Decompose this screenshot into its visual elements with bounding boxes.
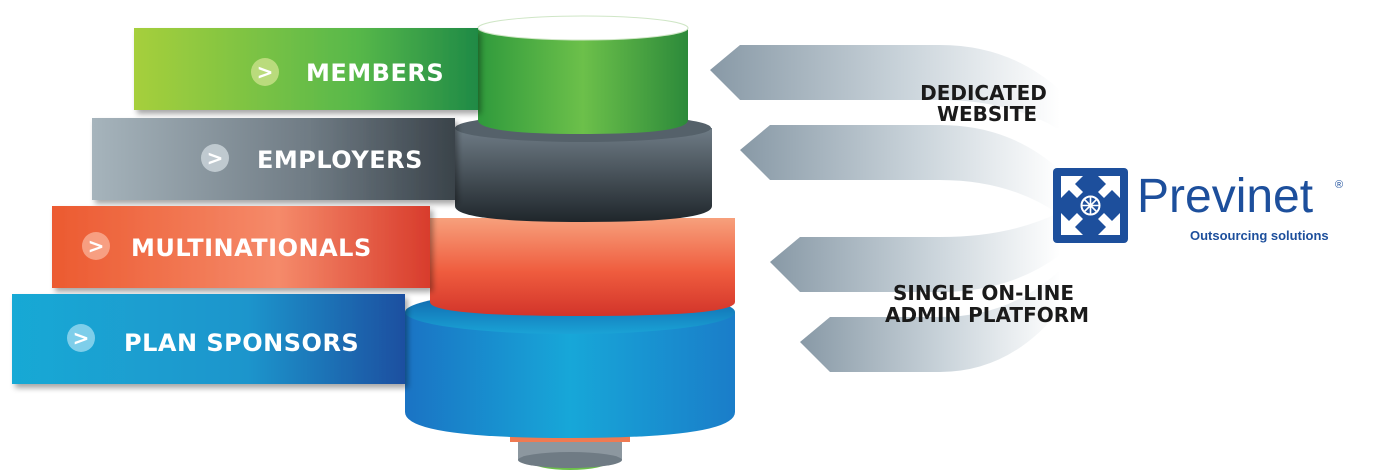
ribbon-members-chevron: > [257, 60, 274, 84]
arrow-lower-mid [770, 212, 1060, 292]
channel-label-website: DEDICATED WEBSITE [920, 81, 1054, 126]
channel-arrows [710, 45, 1060, 372]
ribbon-employers-chevron: > [207, 146, 224, 170]
ribbon-multinationals-label: MULTINATIONALS [131, 234, 372, 262]
ribbon-multinationals[interactable]: > MULTINATIONALS [52, 206, 430, 288]
band-orange [430, 218, 735, 316]
arrow-upper-mid [740, 125, 1060, 215]
ribbon-plan-sponsors-chevron: > [73, 326, 90, 350]
brand-tagline: Outsourcing solutions [1190, 228, 1329, 243]
arrow-top [710, 45, 1060, 130]
previnet-arrows-logo-icon [1053, 168, 1128, 243]
channel-label-platform: SINGLE ON-LINE ADMIN PLATFORM [885, 281, 1089, 327]
channel-platform-line1: SINGLE ON-LINE [893, 281, 1074, 305]
band-gray [455, 128, 712, 222]
ribbon-plan-sponsors[interactable]: > PLAN SPONSORS [12, 294, 405, 384]
chevron-right-icon [67, 324, 95, 352]
band-green-top [477, 15, 689, 41]
chevron-right-icon [82, 232, 110, 260]
ribbon-employers[interactable]: > EMPLOYERS [92, 118, 455, 200]
brand-registered: ® [1335, 179, 1343, 191]
channel-website-line1: DEDICATED [920, 81, 1047, 105]
band-blue [405, 312, 735, 438]
previnet-logo: Previnet ® Outsourcing solutions [1053, 168, 1343, 243]
ribbon-multinationals-chevron: > [88, 234, 105, 258]
chevron-right-icon [201, 144, 229, 172]
chevron-right-icon [251, 58, 279, 86]
ribbon-members-label: MEMBERS [306, 59, 444, 87]
channel-platform-line2: ADMIN PLATFORM [885, 303, 1089, 327]
ribbon-plan-sponsors-label: PLAN SPONSORS [124, 329, 359, 357]
ribbon-employers-label: EMPLOYERS [257, 146, 423, 174]
arrow-bottom [800, 270, 1060, 372]
pedestal-gray-bottom [518, 452, 622, 468]
band-green [478, 28, 688, 134]
cylinder-stack [405, 15, 735, 470]
ribbons: > MEMBERS > EMPLOYERS > MULTINATIONALS >… [12, 28, 478, 384]
ribbon-members[interactable]: > MEMBERS [134, 28, 478, 110]
brand-name: Previnet [1137, 170, 1313, 223]
channel-website-line2: WEBSITE [937, 102, 1037, 126]
